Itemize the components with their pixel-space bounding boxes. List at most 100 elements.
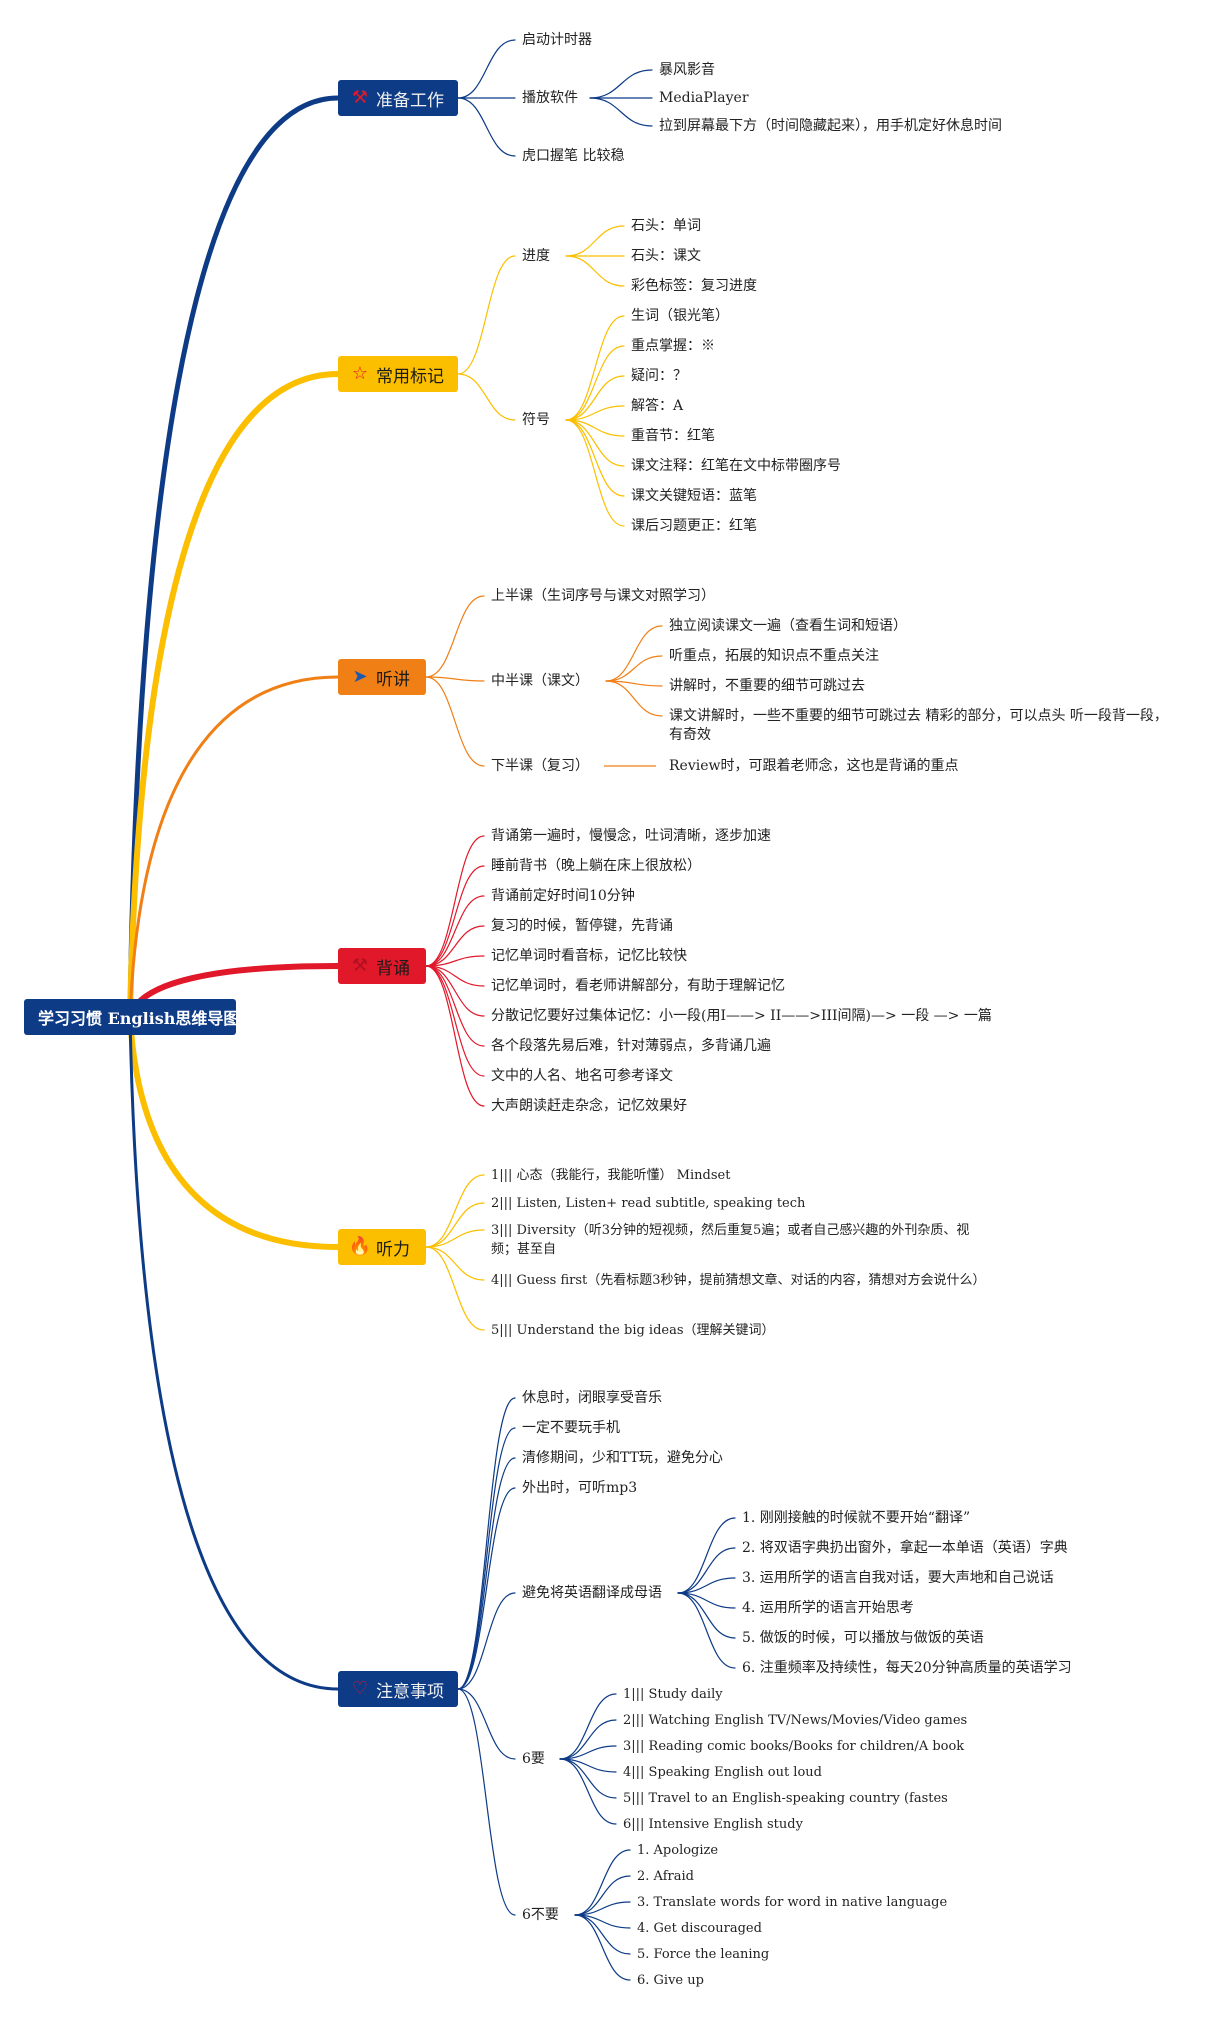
- recite-connector: [425, 895, 485, 967]
- progress-item[interactable]: 石头：课文: [631, 248, 701, 264]
- root-node[interactable]: 学习习惯 English思维导图: [24, 999, 239, 1035]
- listening-item[interactable]: 3||| Diversity（听3分钟的短视频，然后重复5遍；或者自己感兴趣的外…: [491, 1223, 970, 1257]
- six-do-connector: [559, 1719, 617, 1760]
- prep-connector: [457, 97, 516, 157]
- branch-notes[interactable]: ♡ 注意事项: [338, 1671, 458, 1707]
- player-connector: [589, 69, 653, 99]
- recite-item[interactable]: 记忆单词时，看老师讲解部分，有助于理解记忆: [491, 978, 785, 994]
- notes-item[interactable]: 休息时，闭眼享受音乐: [522, 1390, 662, 1406]
- six-do-item[interactable]: 1||| Study daily: [623, 1687, 723, 1702]
- symbol-label[interactable]: 符号: [522, 412, 550, 428]
- notes-item[interactable]: 外出时，可听mp3: [522, 1480, 638, 1496]
- progress-item[interactable]: 石头：单词: [631, 218, 701, 234]
- recite-item[interactable]: 复习的时候，暂停键，先背诵: [491, 918, 673, 934]
- listening-connector: [425, 1229, 485, 1248]
- recite-connector: [425, 965, 485, 1017]
- notes-item[interactable]: 清修期间，少和TT玩，避免分心: [522, 1450, 723, 1466]
- avoid-item[interactable]: 5. 做饭的时候，可以播放与做饭的英语: [742, 1630, 984, 1646]
- avoid-item[interactable]: 4. 运用所学的语言开始思考: [742, 1600, 914, 1616]
- lecture-middle-item[interactable]: 独立阅读课文一遍（查看生词和短语）: [669, 618, 907, 634]
- six-do-connector: [559, 1693, 617, 1760]
- prep-item[interactable]: 播放软件: [522, 90, 578, 106]
- progress-connector: [565, 255, 625, 287]
- symbol-item[interactable]: 课文注释：红笔在文中标带圈序号: [631, 458, 841, 474]
- avoid-item[interactable]: 6. 注重频率及持续性，每天20分钟高质量的英语学习: [742, 1660, 1072, 1676]
- lecture-last-half[interactable]: 下半课（复习）: [491, 758, 589, 774]
- symbol-item[interactable]: 重音节：红笔: [631, 428, 715, 444]
- avoid-connector: [677, 1592, 736, 1639]
- avoid-translation-label[interactable]: 避免将英语翻译成母语: [522, 1585, 662, 1601]
- six-dont-connector: [574, 1875, 631, 1916]
- prep-connector: [457, 39, 516, 99]
- six-do-label[interactable]: 6要: [522, 1751, 545, 1767]
- lecture-middle-half[interactable]: 中半课（课文）: [491, 673, 589, 689]
- recite-item[interactable]: 各个段落先易后难，针对薄弱点，多背诵几遍: [491, 1038, 771, 1054]
- symbol-connector: [565, 315, 625, 421]
- symbol-item[interactable]: 解答：A: [631, 398, 684, 414]
- six-do-item[interactable]: 3||| Reading comic books/Books for child…: [623, 1739, 965, 1754]
- symbol-item[interactable]: 生词（银光笔）: [631, 308, 729, 324]
- six-dont-item[interactable]: 5. Force the leaning: [637, 1947, 770, 1962]
- branch-listening[interactable]: 🔥 听力: [338, 1229, 426, 1265]
- symbol-item[interactable]: 重点掌握：※: [631, 338, 715, 354]
- recite-item[interactable]: 背诵第一遍时，慢慢念，吐词清晰，逐步加速: [491, 828, 771, 844]
- listening-item[interactable]: 5||| Understand the big ideas（理解关键词）: [491, 1323, 775, 1338]
- lecture-middle-item[interactable]: 课文讲解时，一些不重要的细节可跳过去 精彩的部分，可以点头 听一段背一段，有奇效: [669, 708, 1168, 743]
- progress-item[interactable]: 彩色标签：复习进度: [631, 278, 757, 294]
- lecture-connector: [425, 676, 485, 767]
- recite-item[interactable]: 分散记忆要好过集体记忆：小一段(用I——> II——>III间隔)—> 一段 —…: [491, 1008, 992, 1024]
- avoid-item[interactable]: 1. 刚刚接触的时候就不要开始“翻译”: [742, 1510, 971, 1526]
- recite-item[interactable]: 文中的人名、地名可参考译文: [491, 1068, 673, 1084]
- branch-marks[interactable]: ☆ 常用标记: [338, 356, 458, 392]
- trunk-notes: [128, 1015, 340, 1691]
- trunk-marks: [127, 371, 341, 1020]
- player-sub-item[interactable]: 暴风影音: [659, 62, 715, 78]
- recite-item[interactable]: 大声朗读赶走杂念，记忆效果好: [491, 1098, 687, 1114]
- lecture-middle-connector: [605, 655, 663, 682]
- six-dont-item[interactable]: 4. Get discouraged: [637, 1921, 762, 1936]
- six-dont-item[interactable]: 3. Translate words for word in native la…: [637, 1895, 948, 1910]
- recite-item[interactable]: 睡前背书（晚上躺在床上很放松）: [491, 858, 701, 874]
- six-dont-label[interactable]: 6不要: [522, 1907, 559, 1923]
- symbol-item[interactable]: 课文关键短语：蓝笔: [631, 488, 757, 504]
- six-dont-item[interactable]: 2. Afraid: [637, 1869, 694, 1884]
- six-do-connector: [559, 1758, 617, 1825]
- branch-listen-lecture[interactable]: ➤ 听讲: [338, 659, 426, 695]
- player-sub-item[interactable]: MediaPlayer: [659, 90, 749, 106]
- branch-marks-label: 常用标记: [376, 366, 444, 387]
- branch-listening-label: 听力: [376, 1239, 410, 1260]
- player-sub-item[interactable]: 拉到屏幕最下方（时间隐藏起来），用手机定好休息时间: [659, 118, 1002, 134]
- symbol-item[interactable]: 课后习题更正：红笔: [631, 518, 757, 534]
- six-do-item[interactable]: 2||| Watching English TV/News/Movies/Vid…: [623, 1713, 968, 1728]
- six-do-item[interactable]: 4||| Speaking English out loud: [623, 1765, 822, 1780]
- recite-item[interactable]: 背诵前定好时间10分钟: [491, 888, 635, 904]
- lecture-first-half[interactable]: 上半课（生词序号与课文对照学习）: [491, 588, 715, 604]
- recite-connector: [425, 965, 485, 1107]
- trunk-prep: [127, 95, 341, 1020]
- six-dont-item[interactable]: 6. Give up: [637, 1973, 704, 1988]
- six-do-item[interactable]: 5||| Travel to an English-speaking count…: [623, 1791, 948, 1806]
- six-dont-item[interactable]: 1. Apologize: [637, 1843, 719, 1858]
- symbol-item[interactable]: 疑问：？: [631, 368, 687, 384]
- lecture-last-item[interactable]: Review时，可跟着老师念，这也是背诵的重点: [669, 758, 959, 774]
- avoid-item[interactable]: 2. 将双语字典扔出窗外，拿起一本单语（英语）字典: [742, 1540, 1068, 1556]
- notes-item[interactable]: 一定不要玩手机: [522, 1420, 620, 1436]
- recite-item[interactable]: 记忆单词时看音标，记忆比较快: [491, 948, 687, 964]
- listening-item[interactable]: 4||| Guess first（先看标题3秒钟，提前猜想文章、对话的内容，猜想…: [491, 1273, 986, 1288]
- six-dont-connector: [574, 1849, 631, 1916]
- six-do-item[interactable]: 6||| Intensive English study: [623, 1817, 803, 1832]
- prep-item[interactable]: 虎口握笔 比较稳: [522, 148, 625, 164]
- branch-prep-label: 准备工作: [376, 90, 444, 111]
- lecture-middle-item[interactable]: 讲解时，不重要的细节可跳过去: [669, 678, 865, 694]
- progress-label[interactable]: 进度: [522, 248, 550, 264]
- branch-recite[interactable]: ⚒ 背诵: [338, 948, 426, 984]
- branch-prep[interactable]: ⚒ 准备工作: [338, 80, 458, 116]
- listening-item[interactable]: 2||| Listen, Listen+ read subtitle, spea…: [491, 1196, 806, 1211]
- lecture-middle-item[interactable]: 听重点，拓展的知识点不重点关注: [669, 648, 879, 664]
- tools-icon: ⚒: [351, 955, 369, 976]
- listening-item[interactable]: 1||| 心态（我能行，我能听懂） Mindset: [491, 1168, 731, 1183]
- prep-item[interactable]: 启动计时器: [522, 32, 592, 48]
- notes-connector: [457, 1487, 516, 1690]
- recite-connector: [425, 835, 485, 967]
- avoid-item[interactable]: 3. 运用所学的语言自我对话，要大声地和自己说话: [742, 1570, 1054, 1586]
